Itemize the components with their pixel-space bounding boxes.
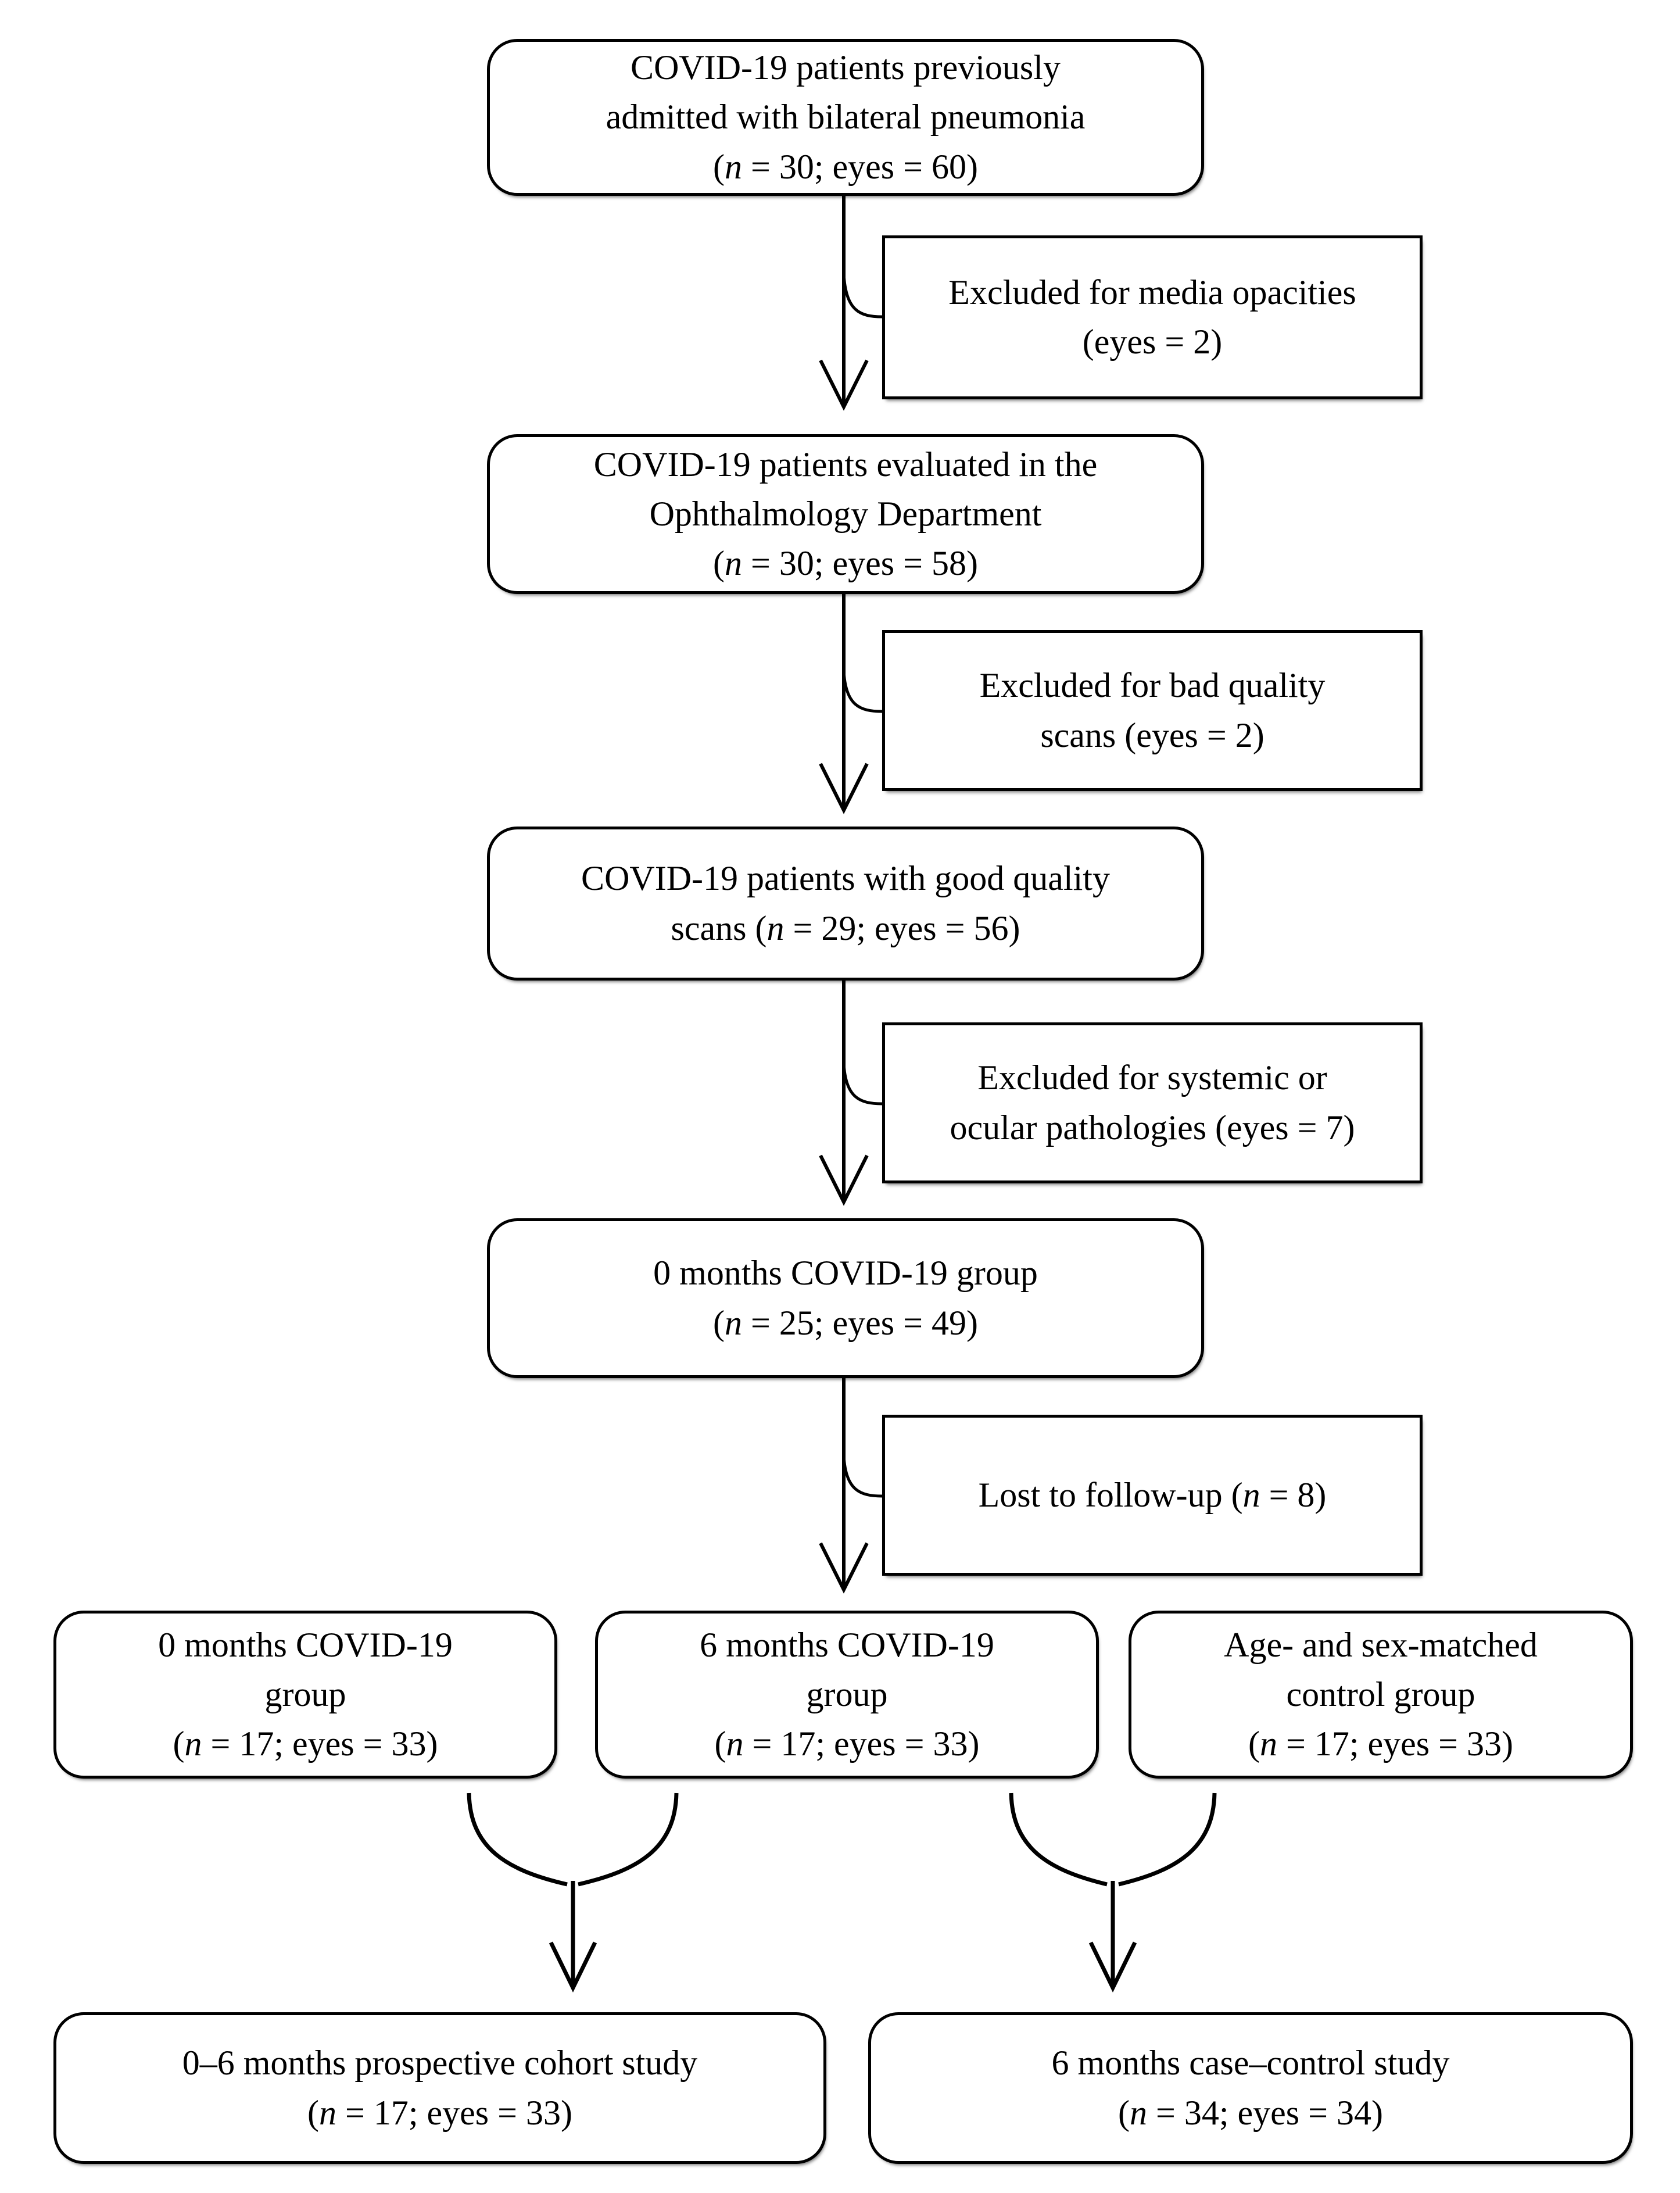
box-text-line: ocular pathologies (eyes = 7)	[950, 1108, 1355, 1147]
node-excluded-bad-quality: Excluded for bad quality scans (eyes = 2)	[882, 630, 1423, 791]
merge-right-arm-right	[1118, 1793, 1217, 1887]
merge-right-stem-arrow	[1088, 1881, 1137, 1992]
arrow-goodquality-to-zeromonths	[819, 981, 869, 1206]
box-text-line: scans (n = 29; eyes = 56)	[671, 908, 1020, 947]
box-text-line: (n = 30; eyes = 58)	[713, 544, 978, 583]
box-text-line: (n = 25; eyes = 49)	[713, 1303, 978, 1342]
node-lost-followup: Lost to follow-up (n = 8)	[882, 1415, 1423, 1576]
box-text-line: Excluded for systemic or	[977, 1058, 1327, 1097]
box-text-line: scans (eyes = 2)	[1040, 716, 1265, 754]
box-text-line: group	[806, 1675, 888, 1713]
arrow-zeromonths-to-groups	[819, 1378, 869, 1594]
box-text-line: 6 months COVID-19	[700, 1625, 994, 1664]
box-text-line: (n = 30; eyes = 60)	[713, 147, 978, 186]
node-0-months-final-group: 0 months COVID-19 group (n = 17; eyes = 33…	[53, 1611, 557, 1779]
box-text-line: 6 months case–control study	[1051, 2044, 1450, 2083]
box-text-line: (n = 17; eyes = 33)	[714, 1725, 980, 1763]
box-text-line: COVID-19 patients evaluated in the	[593, 445, 1098, 484]
box-text-line: (n = 17; eyes = 33)	[307, 2093, 572, 2132]
merge-left-arm-left	[467, 1793, 568, 1887]
box-text-line: (n = 34; eyes = 34)	[1118, 2093, 1383, 2132]
box-text-line: (n = 17; eyes = 33)	[173, 1725, 438, 1763]
node-excluded-pathologies: Excluded for systemic or ocular pathologi…	[882, 1022, 1423, 1183]
box-text-line: 0 months COVID-19	[158, 1625, 453, 1664]
arrow-admitted-to-evaluated	[819, 196, 869, 411]
node-admitted-pneumonia: COVID-19 patients previously admitted wit…	[487, 39, 1204, 196]
box-text-line: Excluded for media opacities	[948, 273, 1356, 312]
hook-excluded-pathologies	[842, 1062, 883, 1106]
box-text-line: Age- and sex-matched	[1224, 1625, 1538, 1664]
box-text-line: (n = 17; eyes = 33)	[1248, 1725, 1513, 1763]
arrow-evaluated-to-goodquality	[819, 594, 869, 814]
merge-right-arm-left	[1009, 1793, 1108, 1887]
box-text-line: COVID-19 patients with good quality	[581, 859, 1110, 898]
merge-left-stem-arrow	[549, 1881, 597, 1992]
box-text-line: (eyes = 2)	[1082, 323, 1223, 361]
node-good-quality-scans: COVID-19 patients with good quality scans…	[487, 827, 1204, 981]
node-0-months-group: 0 months COVID-19 group (n = 25; eyes = 4…	[487, 1218, 1204, 1378]
node-prospective-cohort-study: 0–6 months prospective cohort study (n = …	[53, 2012, 826, 2164]
node-case-control-study: 6 months case–control study (n = 34; eyes…	[868, 2012, 1633, 2164]
box-text-line: group	[264, 1675, 346, 1713]
box-text-line: control group	[1286, 1675, 1475, 1713]
hook-excluded-media-opacities	[842, 273, 883, 319]
box-text-line: Excluded for bad quality	[979, 666, 1326, 705]
node-excluded-media-opacities: Excluded for media opacities (eyes = 2)	[882, 235, 1423, 399]
box-text-line: Ophthalmology Department	[649, 494, 1042, 533]
node-control-group: Age- and sex-matched control group (n = 17…	[1129, 1611, 1633, 1779]
merge-left-arm-right	[578, 1793, 679, 1887]
node-6-months-group: 6 months COVID-19 group (n = 17; eyes = 33…	[595, 1611, 1099, 1779]
box-text-line: Lost to follow-up (n = 8)	[978, 1475, 1327, 1514]
hook-lost-followup	[842, 1455, 883, 1498]
box-text-line: 0 months COVID-19 group	[653, 1254, 1038, 1293]
box-text-line: 0–6 months prospective cohort study	[182, 2044, 698, 2083]
box-text-line: COVID-19 patients previously	[631, 48, 1061, 87]
hook-excluded-bad-quality	[842, 670, 883, 713]
box-text-line: admitted with bilateral pneumonia	[606, 98, 1086, 137]
